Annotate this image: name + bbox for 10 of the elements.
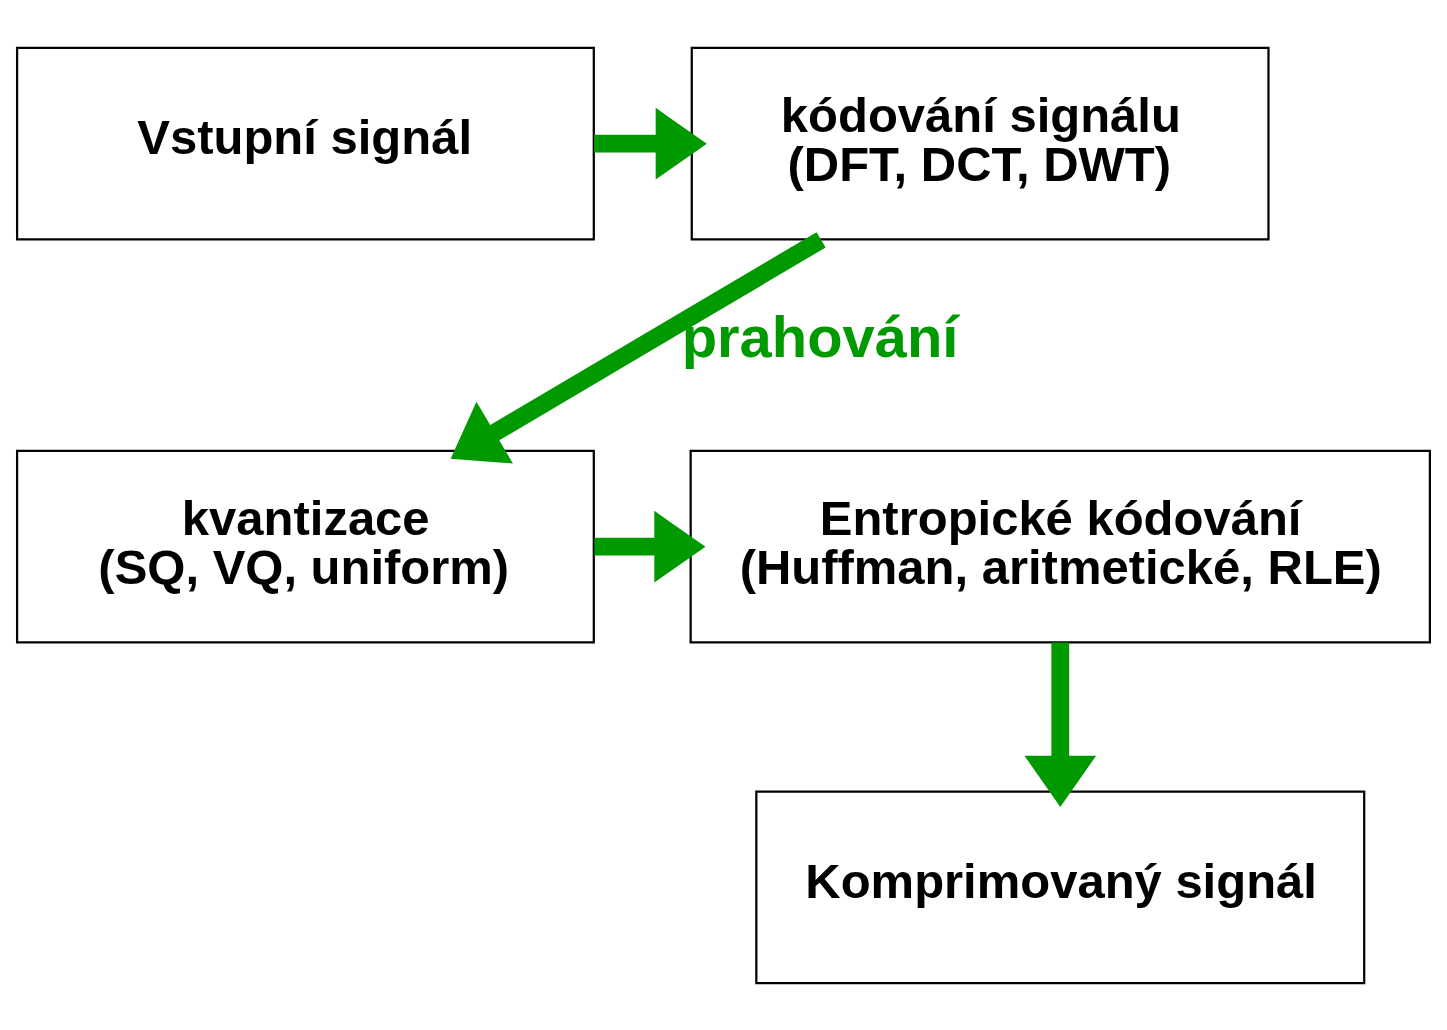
node-box: kódování signálu (DFT, DCT, DWT) — [690, 46, 1270, 240]
node-box: Komprimovaný signál — [755, 790, 1366, 984]
node-box: kvantizace (SQ, VQ, uniform) — [16, 449, 595, 644]
arrow — [594, 510, 706, 582]
arrow — [1024, 642, 1097, 807]
edge-label: prahování — [681, 304, 959, 369]
node-box: Entropické kódování (Huffman, aritmetické, RLE) — [689, 449, 1431, 644]
node-box: Vstupní signál — [16, 46, 595, 240]
arrow — [594, 107, 707, 179]
arrow — [450, 231, 826, 463]
